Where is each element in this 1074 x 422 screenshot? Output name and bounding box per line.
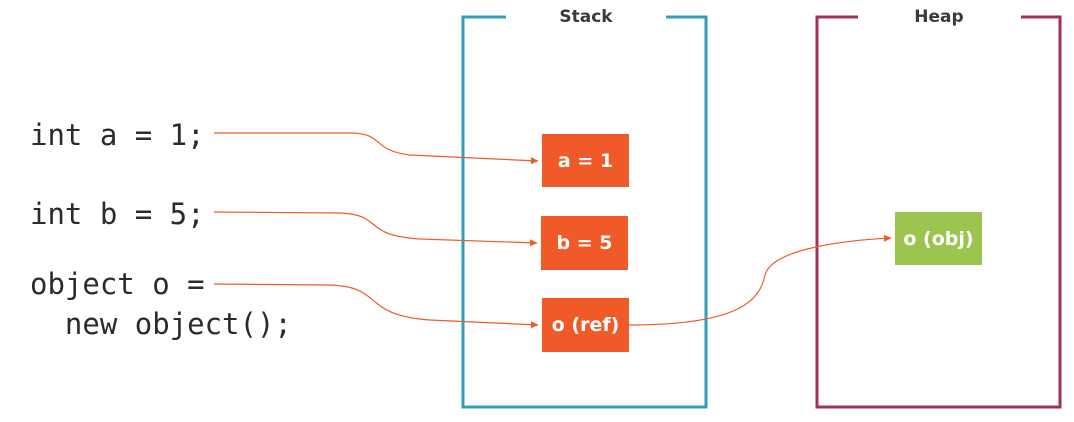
code-line-object-o: object o = <box>30 267 205 301</box>
stack-item-a: a = 1 <box>542 134 629 187</box>
stack-region-frame <box>461 15 708 409</box>
stack-item-o-ref: o (ref) <box>542 298 629 352</box>
heap-title: Heap <box>914 7 964 27</box>
code-line-int-b: int b = 5; <box>30 197 205 231</box>
code-line-new-object: new object(); <box>30 307 292 341</box>
heap-item-o-obj: o (obj) <box>895 212 982 265</box>
code-line-int-a: int a = 1; <box>30 118 205 152</box>
heap-region-frame <box>815 15 1062 409</box>
stack-item-b: b = 5 <box>541 216 628 270</box>
arrow-b-to-stack <box>213 211 538 247</box>
arrow-o-to-stack <box>213 283 539 329</box>
stack-title: Stack <box>559 7 613 27</box>
arrow-a-to-stack <box>214 132 539 165</box>
arrow-ref-to-heap <box>628 234 892 326</box>
